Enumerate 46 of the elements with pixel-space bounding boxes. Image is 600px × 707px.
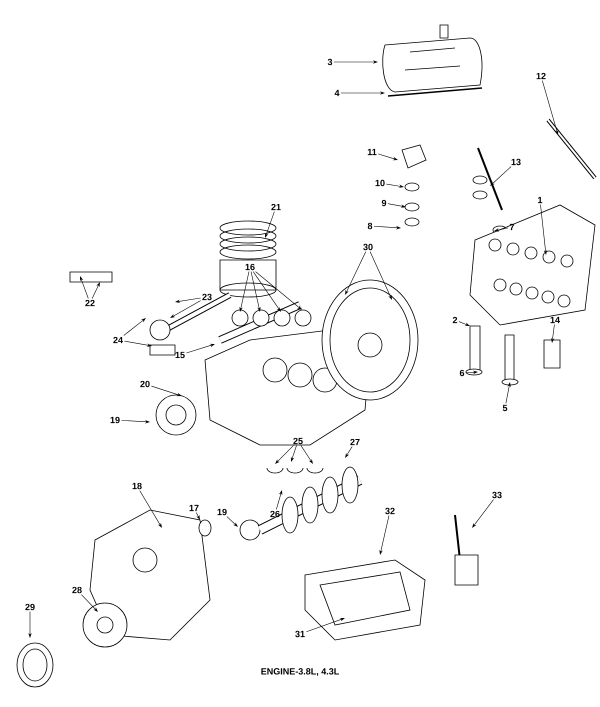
callout-number: 4 <box>334 90 340 96</box>
callout-number: 26 <box>270 510 280 518</box>
callout-number: 11 <box>368 148 376 156</box>
callout-number: 28 <box>72 586 82 594</box>
callout-number: 6 <box>460 370 464 376</box>
callout-number: 15 <box>176 352 185 358</box>
leader-line <box>139 490 162 528</box>
callout-number: 30 <box>363 244 373 250</box>
callout-number: 24 <box>113 336 123 344</box>
callout-number: 21 <box>271 204 281 210</box>
callout-number: 23 <box>202 294 212 300</box>
callout-number: 1 <box>538 196 542 204</box>
callout-number: 2 <box>452 316 458 324</box>
callout-number: 18 <box>132 482 142 490</box>
callout-number: 33 <box>492 492 502 498</box>
caption: ENGINE-3.8L, 4.3L <box>261 668 339 676</box>
callout-number: 5 <box>502 404 508 412</box>
leader-line <box>345 446 352 458</box>
callout-number: 22 <box>85 300 95 306</box>
callout-number: 17 <box>190 504 199 512</box>
leader-line <box>472 499 494 528</box>
callout-number: 13 <box>512 158 521 166</box>
callout-number: 19 <box>218 508 227 516</box>
callout-number: 10 <box>376 180 385 186</box>
leader-line <box>170 300 201 318</box>
leader-line <box>81 594 98 612</box>
leader-line <box>255 271 302 310</box>
callout-number: 27 <box>350 438 360 446</box>
callout-number: 29 <box>25 604 35 610</box>
leader-line <box>490 166 512 186</box>
callout-number: 25 <box>293 438 303 444</box>
leader-line <box>123 318 146 336</box>
callout-number: 3 <box>328 58 332 66</box>
leader-line <box>275 445 294 464</box>
leader-line <box>252 271 281 312</box>
leader-line <box>226 516 238 527</box>
callout-number: 14 <box>550 316 560 324</box>
callout-number: 20 <box>140 380 150 388</box>
callout-number: 32 <box>385 508 395 514</box>
callout-number: 8 <box>368 222 372 230</box>
callout-number: 16 <box>246 264 255 270</box>
callout-number: 19 <box>110 416 120 424</box>
callout-number: 9 <box>382 200 386 206</box>
leader-line <box>300 445 313 464</box>
callout-number: 12 <box>536 72 546 80</box>
callout-number: 31 <box>295 630 305 638</box>
